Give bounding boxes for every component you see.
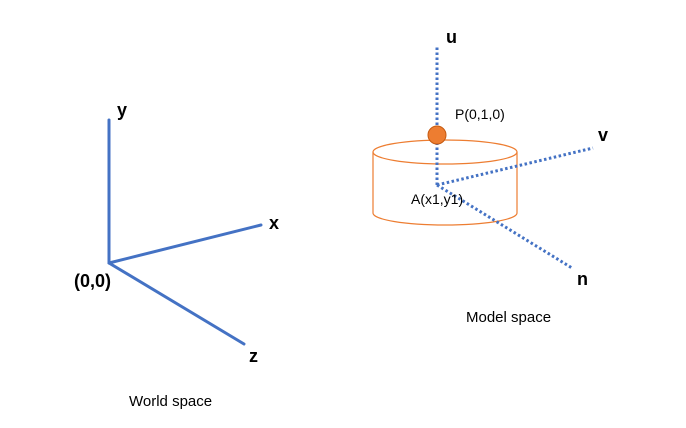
cylinder (372, 139, 518, 226)
model-axes (435, 45, 594, 270)
point-a-label: A(x1,y1) (411, 191, 464, 207)
world-space-caption: World space (129, 393, 213, 410)
model-n-axis (436, 183, 573, 270)
model-v-label: v (598, 125, 609, 145)
world-origin-label: (0,0) (74, 271, 112, 291)
model-v-axis (436, 146, 594, 187)
world-axes (107, 118, 263, 346)
point-p-marker (427, 125, 447, 145)
point-p-label: P(0,1,0) (455, 106, 505, 122)
model-u-label: u (446, 27, 457, 47)
model-n-label: n (577, 269, 588, 289)
world-x-label: x (269, 213, 280, 233)
world-z-label: z (249, 346, 258, 366)
world-z-axis (107, 261, 246, 346)
world-x-axis (107, 223, 263, 265)
cylinder-top (372, 139, 518, 165)
world-y-label: y (117, 100, 128, 120)
model-space-caption: Model space (466, 309, 552, 326)
cylinder-body (372, 152, 518, 226)
